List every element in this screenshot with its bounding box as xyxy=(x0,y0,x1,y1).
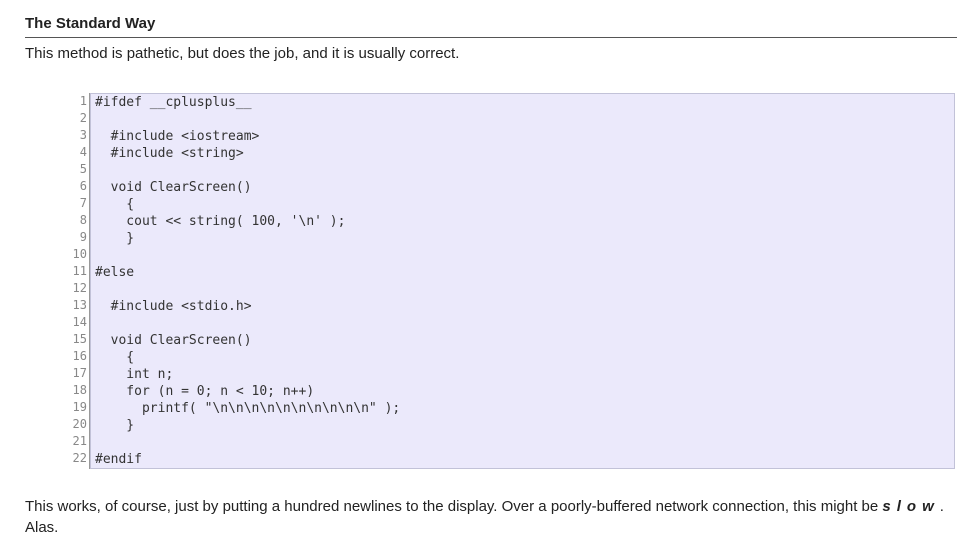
line-number: 19 xyxy=(72,400,87,414)
emphasis-slow: slow xyxy=(882,498,940,515)
line-number: 22 xyxy=(72,451,87,465)
line-number: 3 xyxy=(79,128,87,142)
code-line: #include <string> xyxy=(95,146,244,161)
code-line: cout << string( 100, '\n' ); xyxy=(95,214,346,229)
line-number: 20 xyxy=(72,417,87,431)
code-line: #else xyxy=(95,265,135,280)
line-number: 7 xyxy=(79,196,87,210)
line-number: 18 xyxy=(72,383,87,397)
code-line xyxy=(91,434,954,451)
code-line xyxy=(91,247,954,264)
code-line: #include <iostream> xyxy=(95,129,260,144)
closing-paragraph: This works, of course, just by putting a… xyxy=(25,496,960,538)
code-line: int n; xyxy=(95,367,174,382)
line-number: 16 xyxy=(72,349,87,363)
code-line: } xyxy=(95,418,135,433)
code-listing: #ifdef __cplusplus__ #include <iostream>… xyxy=(90,93,955,469)
code-line xyxy=(91,111,954,128)
line-number: 2 xyxy=(79,111,87,125)
line-number: 17 xyxy=(72,366,87,380)
line-number: 13 xyxy=(72,298,87,312)
code-line xyxy=(91,315,954,332)
code-line xyxy=(91,162,954,179)
line-number: 21 xyxy=(72,434,87,448)
intro-paragraph: This method is pathetic, but does the jo… xyxy=(25,45,460,62)
code-line: void ClearScreen() xyxy=(95,333,252,348)
line-number: 11 xyxy=(72,264,87,278)
code-line: } xyxy=(95,231,135,246)
line-number: 1 xyxy=(79,94,87,108)
line-number: 12 xyxy=(72,281,87,295)
code-line xyxy=(91,281,954,298)
line-number: 4 xyxy=(79,145,87,159)
closing-text-end: . Alas. xyxy=(25,498,944,536)
code-line: #ifdef __cplusplus__ xyxy=(95,95,252,110)
line-number: 10 xyxy=(72,247,87,261)
line-number: 15 xyxy=(72,332,87,346)
line-number: 6 xyxy=(79,179,87,193)
code-line: #endif xyxy=(95,452,142,467)
code-line: for (n = 0; n < 10; n++) xyxy=(95,384,315,399)
line-number: 14 xyxy=(72,315,87,329)
line-number: 8 xyxy=(79,213,87,227)
code-line: void ClearScreen() xyxy=(95,180,252,195)
code-line: #include <stdio.h> xyxy=(95,299,252,314)
code-line: { xyxy=(95,197,135,212)
line-number: 5 xyxy=(79,162,87,176)
code-line: { xyxy=(95,350,135,365)
closing-text: This works, of course, just by putting a… xyxy=(25,498,883,515)
line-number: 9 xyxy=(79,230,87,244)
code-line: printf( "\n\n\n\n\n\n\n\n\n\n" ); xyxy=(95,401,401,416)
section-title: The Standard Way xyxy=(25,14,957,38)
